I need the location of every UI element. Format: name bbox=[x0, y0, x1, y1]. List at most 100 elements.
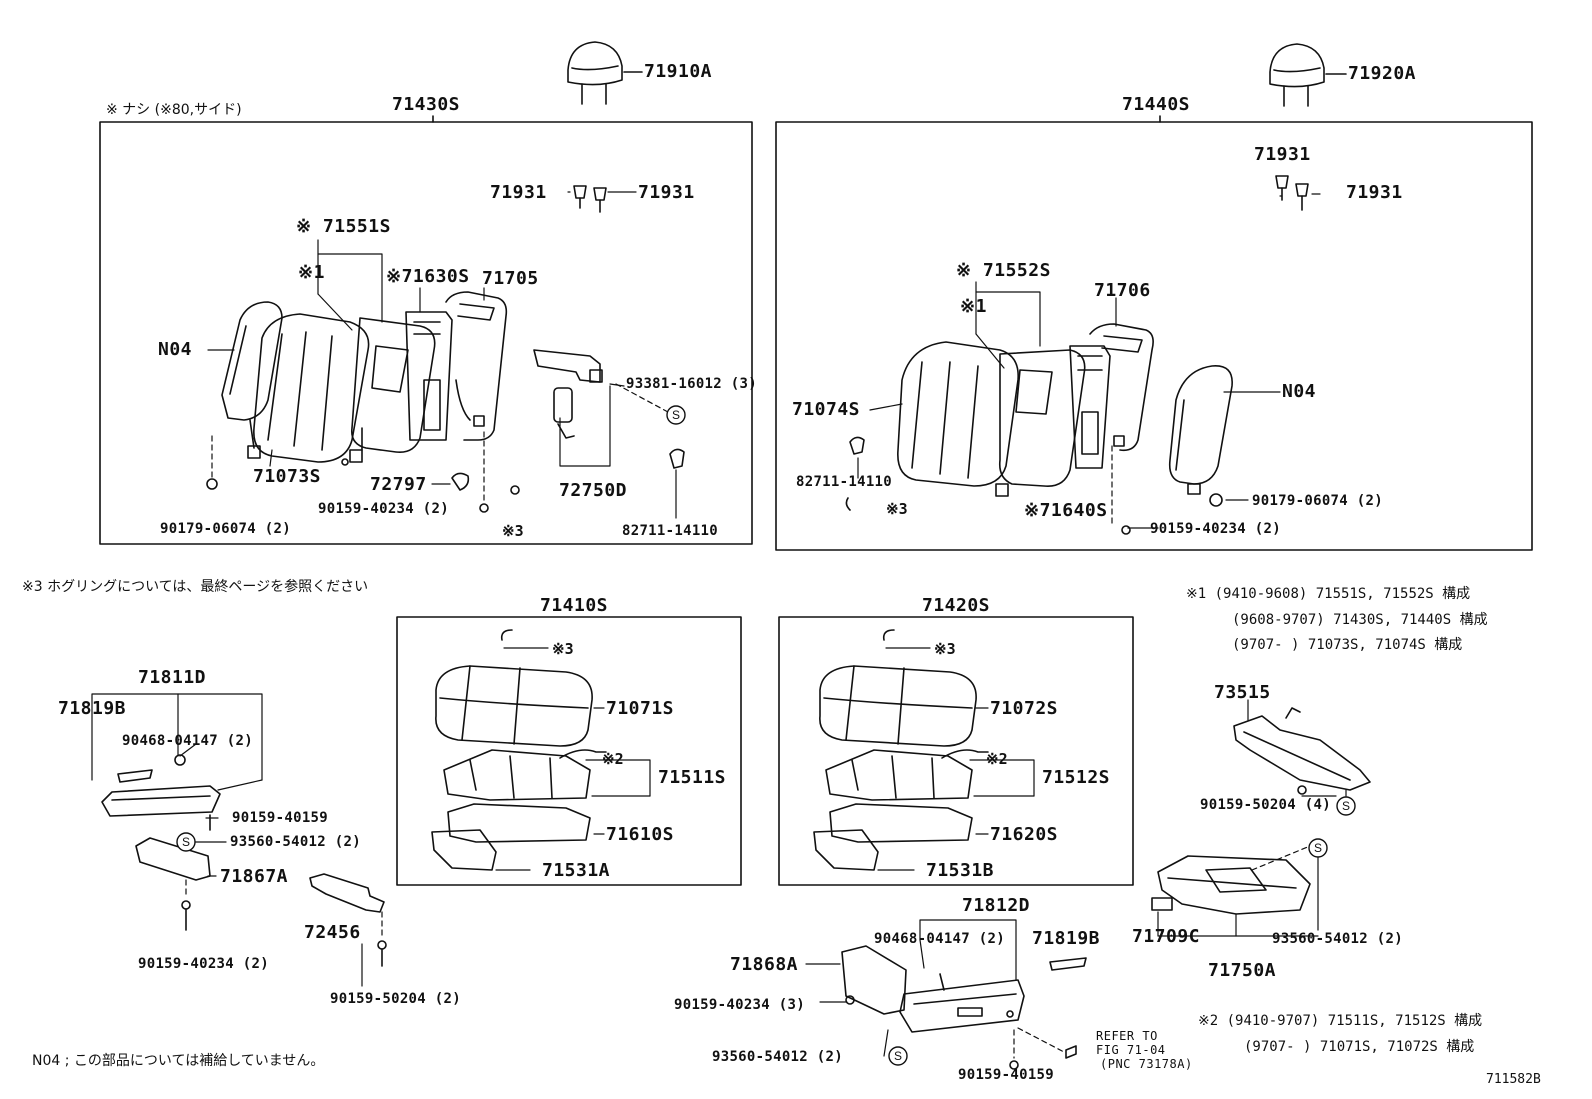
label-br-71819B: 71819B bbox=[1032, 928, 1101, 949]
cushion-right-drawing bbox=[813, 629, 989, 871]
label-bl-90159-40159: 90159-40159 bbox=[232, 810, 329, 826]
label-71531A: 71531A bbox=[542, 860, 611, 881]
label-left-72750D: 72750D bbox=[559, 480, 628, 501]
label-left-71630S: ※71630S bbox=[386, 266, 470, 287]
label-71410S: 71410S bbox=[540, 595, 609, 616]
label-r-93560: 93560-54012 (2) bbox=[1272, 931, 1403, 947]
refer-to-line1: REFER TO bbox=[1096, 1029, 1158, 1043]
label-left-72797: 72797 bbox=[370, 474, 427, 495]
svg-text:S: S bbox=[894, 1049, 902, 1063]
label-71610S: 71610S bbox=[606, 824, 675, 845]
svg-text:S: S bbox=[672, 408, 680, 422]
label-71512S: 71512S bbox=[1042, 767, 1111, 788]
headrest-left-drawing bbox=[567, 41, 643, 105]
label-71440S: 71440S bbox=[1122, 94, 1191, 115]
right-seatback-drawing bbox=[897, 323, 1233, 497]
table1-row1: ※1 (9410-9608) 71551S, 71552S 構成 bbox=[1186, 586, 1471, 602]
left-seatback-drawing bbox=[221, 291, 508, 463]
label-71709C: 71709C bbox=[1132, 926, 1201, 947]
label-71920A: 71920A bbox=[1348, 63, 1417, 84]
seat-track-drawing bbox=[1233, 707, 1371, 795]
label-r-90159-50204: 90159-50204 (4) bbox=[1200, 797, 1331, 813]
bottom-right-drawing bbox=[841, 945, 1087, 1070]
label-71867A: 71867A bbox=[220, 866, 289, 887]
label-71420S: 71420S bbox=[922, 595, 991, 616]
label-left-71931-a: 71931 bbox=[490, 182, 547, 203]
label-br-90159-40234: 90159-40234 (3) bbox=[674, 997, 805, 1013]
s-marks: S S S S S bbox=[176, 405, 1356, 1066]
label-left-71931-b: 71931 bbox=[638, 182, 695, 203]
label-left-82711: 82711-14110 bbox=[622, 523, 719, 539]
label-71750A: 71750A bbox=[1208, 960, 1277, 981]
label-right-71074S: 71074S bbox=[792, 399, 861, 420]
under-tray-drawing bbox=[1151, 855, 1311, 915]
label-71531B: 71531B bbox=[926, 860, 995, 881]
cushion-right-box bbox=[778, 616, 1134, 886]
table1-row3: (9707- ) 71073S, 71074S 構成 bbox=[1232, 637, 1463, 653]
label-bl-90159-50204: 90159-50204 (2) bbox=[330, 991, 461, 1007]
table2-row2: (9707- ) 71071S, 71072S 構成 bbox=[1244, 1039, 1475, 1055]
label-right-N04: N04 bbox=[1282, 381, 1317, 402]
label-right-71706: 71706 bbox=[1094, 280, 1151, 301]
label-left-90159-40234: 90159-40234 (2) bbox=[318, 501, 449, 517]
label-br-90159-40159: 90159-40159 bbox=[958, 1067, 1055, 1083]
note-nashi: ※ ナシ (※80,サイド) bbox=[106, 102, 242, 118]
label-72456: 72456 bbox=[304, 922, 361, 943]
label-right-71931-a: 71931 bbox=[1254, 144, 1311, 165]
cushion-left-drawing bbox=[431, 629, 607, 871]
label-left-N04: N04 bbox=[158, 339, 193, 360]
refer-to-line3: (PNC 73178A) bbox=[1100, 1057, 1193, 1071]
label-br-93560: 93560-54012 (2) bbox=[712, 1049, 843, 1065]
label-71868A: 71868A bbox=[730, 954, 799, 975]
label-left-90179: 90179-06074 (2) bbox=[160, 521, 291, 537]
label-left-kome1: ※1 bbox=[298, 262, 325, 283]
seatback-left-box bbox=[99, 121, 753, 545]
label-right-90179: 90179-06074 (2) bbox=[1252, 493, 1383, 509]
left-small-parts bbox=[206, 185, 685, 513]
note-n04-supply: N04 ; この部品については補給していません。 bbox=[32, 1053, 325, 1069]
svg-text:S: S bbox=[182, 835, 190, 849]
label-right-kome1: ※1 bbox=[960, 296, 987, 317]
cushion-left-box bbox=[396, 616, 742, 886]
label-right-82711: 82711-14110 bbox=[796, 474, 893, 490]
right-small-parts bbox=[845, 175, 1309, 535]
label-left-71705: 71705 bbox=[482, 268, 539, 289]
label-bl-90468: 90468-04147 (2) bbox=[122, 733, 253, 749]
leader-lines bbox=[91, 191, 1347, 1059]
label-right-71931-b: 71931 bbox=[1346, 182, 1403, 203]
headrest-right-drawing bbox=[1269, 43, 1347, 107]
label-71072S: 71072S bbox=[990, 698, 1059, 719]
label-71071S: 71071S bbox=[606, 698, 675, 719]
left-lever-drawing bbox=[533, 349, 603, 439]
label-71910A: 71910A bbox=[644, 61, 713, 82]
label-br-90468: 90468-04147 (2) bbox=[874, 931, 1005, 947]
label-right-71552S: ※ 71552S bbox=[956, 260, 1051, 281]
svg-text:S: S bbox=[1342, 799, 1350, 813]
label-left-71551S: ※ 71551S bbox=[296, 216, 391, 237]
label-71511S: 71511S bbox=[658, 767, 727, 788]
label-left-93381: 93381-16012 (3) bbox=[626, 376, 757, 392]
label-bl-90159-40234: 90159-40234 (2) bbox=[138, 956, 269, 972]
label-71430S: 71430S bbox=[392, 94, 461, 115]
label-71812D: 71812D bbox=[962, 895, 1031, 916]
label-cushion-right-kome2: ※2 bbox=[986, 750, 1008, 768]
seatback-right-box bbox=[775, 121, 1533, 551]
svg-text:S: S bbox=[1314, 841, 1322, 855]
label-left-kome3: ※3 bbox=[502, 522, 524, 540]
label-73515: 73515 bbox=[1214, 682, 1271, 703]
label-right-71640S: ※71640S bbox=[1024, 500, 1108, 521]
label-bl-71819B: 71819B bbox=[58, 698, 127, 719]
label-cushion-left-kome3: ※3 bbox=[552, 640, 574, 658]
label-cushion-left-kome2: ※2 bbox=[602, 750, 624, 768]
label-left-71073S: 71073S bbox=[253, 466, 322, 487]
table1-row2: (9608-9707) 71430S, 71440S 構成 bbox=[1232, 612, 1488, 628]
refer-to-line2: FIG 71-04 bbox=[1096, 1043, 1166, 1057]
label-right-90159-40234: 90159-40234 (2) bbox=[1150, 521, 1281, 537]
table2-row1: ※2 (9410-9707) 71511S, 71512S 構成 bbox=[1198, 1013, 1483, 1029]
label-71811D: 71811D bbox=[138, 667, 207, 688]
label-cushion-right-kome3: ※3 bbox=[934, 640, 956, 658]
label-right-kome3: ※3 bbox=[886, 500, 908, 518]
label-bl-93560: 93560-54012 (2) bbox=[230, 834, 361, 850]
drawing-code: 711582B bbox=[1486, 1072, 1541, 1087]
